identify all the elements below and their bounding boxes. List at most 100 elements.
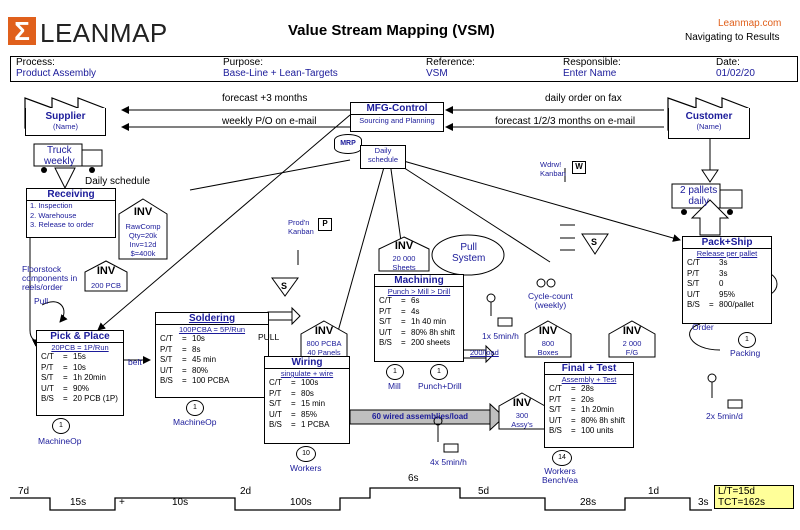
metric-cell: 3s <box>719 258 728 267</box>
pick-title: Pick & Place <box>37 331 123 343</box>
machining-box: Machining Punch > Mill > Drill C/T=6s P/… <box>374 274 464 362</box>
final-sub: Assembly + Test <box>561 375 617 384</box>
metric-cell: C/T <box>269 378 282 387</box>
metric-cell: 200 sheets <box>411 338 451 347</box>
cycle-count-label: Cycle-count (weekly) <box>528 291 573 310</box>
customer-name: Customer <box>685 111 733 122</box>
machining-title: Machining <box>375 275 463 287</box>
metric-cell: 3s <box>719 268 728 278</box>
inv-label: INV <box>394 240 414 252</box>
metric-cell: 100 PCBA <box>192 376 230 385</box>
timeline-proc-5: 3s <box>698 497 709 508</box>
metric-cell: = <box>571 426 576 435</box>
metric-cell: = <box>63 383 68 393</box>
metric-cell: S/T <box>379 317 392 326</box>
metric-cell: 1 PCBA <box>301 420 330 429</box>
receiving-line: 1. Inspection <box>30 201 73 210</box>
metric-cell: = <box>182 376 187 385</box>
timeline-plus: + <box>119 497 125 508</box>
metric-cell: P/T <box>687 268 700 278</box>
wiring-operator-icon: 10 <box>296 446 316 462</box>
metric-cell: = <box>571 384 576 393</box>
mfg-sub: Sourcing and Planning <box>359 116 435 125</box>
metric-cell: 10s <box>73 362 86 372</box>
metric-cell: U/T <box>41 383 54 393</box>
soldering-sub: 100PCBA = 5P/Run <box>178 325 246 334</box>
customer-box: Customer (Name) <box>668 108 750 139</box>
metric-cell: P/T <box>41 362 54 372</box>
mrp-database-icon: MRP <box>334 134 362 154</box>
final-title: Final + Test <box>545 363 633 375</box>
soldering-operator-icon: 1 <box>186 400 204 416</box>
wiring-title: Wiring <box>265 357 349 369</box>
pick-place-box: Pick & Place 20PCB = 1P/Run C/T=15s P/T=… <box>36 330 124 416</box>
production-kanban-p: P <box>318 218 332 231</box>
metric-cell: = <box>401 296 406 305</box>
receiving-title: Receiving <box>27 189 115 201</box>
metric-cell: = <box>63 362 68 372</box>
metric-cell: U/T <box>379 327 392 337</box>
wiring-operator-label: Workers <box>290 463 322 473</box>
metric-cell: = <box>291 409 296 419</box>
load200-label: 200/load <box>470 348 499 357</box>
metric-cell: C/T <box>160 334 173 343</box>
soldering-title: Soldering <box>156 313 268 325</box>
metric-cell: = <box>291 420 296 429</box>
lead-time-box: L/T=15d TCT=162s <box>714 485 794 509</box>
process-label: Process: <box>16 57 55 68</box>
metric-cell: = <box>182 365 187 375</box>
metric-cell: B/S <box>41 394 54 403</box>
inv-line: 20 000 <box>392 254 416 263</box>
timeline-proc-machining: 6s <box>408 473 419 484</box>
x2-label: 2x 5min/d <box>706 411 743 421</box>
responsible-label: Responsible: <box>563 57 621 68</box>
metric-cell: 100 units <box>581 426 614 435</box>
metric-cell: U/T <box>160 365 173 375</box>
metric-cell: U/T <box>549 415 562 425</box>
metric-cell: = <box>401 317 406 326</box>
metric-cell: = <box>571 405 576 414</box>
logo-text: LEANMAP <box>40 18 168 48</box>
inv-line: 800 <box>541 339 555 348</box>
inv-label: INV <box>96 265 116 277</box>
metric-cell: = <box>401 306 406 316</box>
withdrawal-kanban: Wdrw! Kanban <box>540 160 566 178</box>
process-value: Product Assembly <box>16 68 97 79</box>
inv-line: Qty=20k <box>128 231 158 240</box>
metric-cell: 95% <box>719 289 736 299</box>
daily-schedule-label: Daily schedule <box>85 176 151 187</box>
inv-line: F/G <box>625 348 639 357</box>
metric-cell: 1h 20min <box>581 405 614 414</box>
metric-cell: 80% 8h shift <box>581 415 626 425</box>
wiring-sub: singulate + wire <box>280 369 334 378</box>
timeline-wait-2: 2d <box>240 486 252 497</box>
withdrawal-kanban-w: W <box>572 161 586 174</box>
inv-line: 800 PCBA <box>306 339 342 348</box>
metric-cell: 20 PCB (1P) <box>73 394 118 403</box>
date-value: 01/02/20 <box>716 68 755 79</box>
pull-system-cloud: Pull System <box>452 242 486 264</box>
metric-cell: S/T <box>549 405 562 414</box>
timeline-proc-2: 10s <box>172 497 189 508</box>
pull2-label: PULL <box>258 332 280 342</box>
metric-cell: 15s <box>73 352 86 361</box>
metric-cell: 15 min <box>301 399 326 408</box>
pull-label: Pull <box>34 296 49 306</box>
receiving-box: Receiving 1. Inspection 2. Warehouse 3. … <box>26 188 116 238</box>
inv-line: $=400k <box>130 249 156 258</box>
metric-cell: = <box>401 338 406 347</box>
metric-cell: = <box>182 344 187 354</box>
metric-cell: P/T <box>269 388 282 398</box>
metric-cell <box>709 290 719 301</box>
page-title: Value Stream Mapping (VSM) <box>288 22 495 39</box>
pack-sub: Release per pallet <box>696 249 758 258</box>
site-link[interactable]: Leanmap.com <box>718 18 782 29</box>
lead-time-value: L/T=15d <box>718 486 755 497</box>
inv-line: 40 Panels <box>307 348 341 357</box>
pick-sub: 20PCB = 1P/Run <box>51 343 109 352</box>
reference-label: Reference: <box>426 57 475 68</box>
inv-label: INV <box>133 206 153 218</box>
timeline-wait-1: 7d <box>18 486 30 497</box>
customer-sub: (Name) <box>696 122 722 131</box>
metric-cell: 80s <box>301 388 314 398</box>
